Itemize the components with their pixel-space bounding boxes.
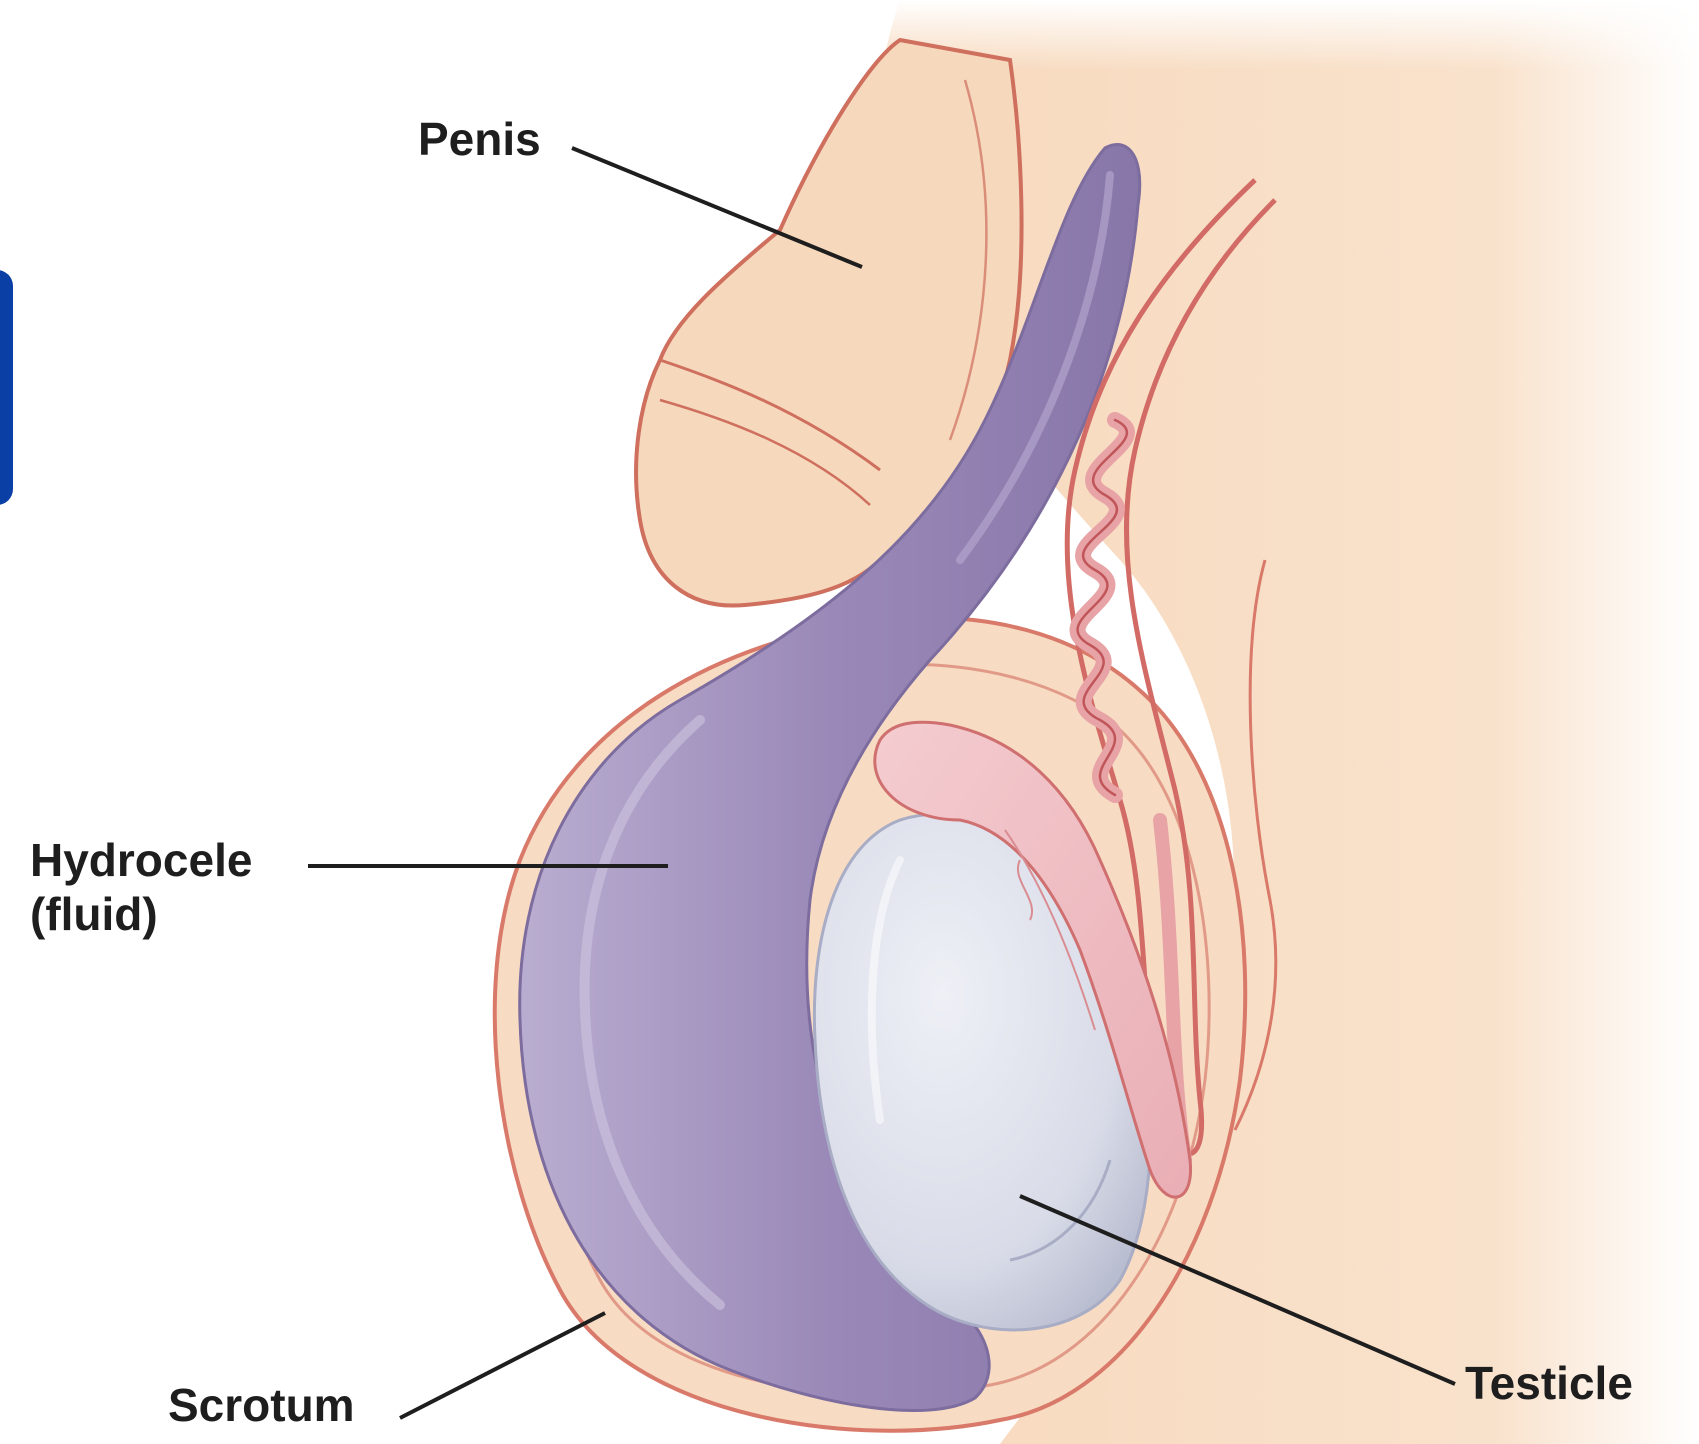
label-hydrocele-line1: Hydrocele xyxy=(30,833,252,887)
label-testicle-text: Testicle xyxy=(1465,1357,1633,1409)
label-penis-text: Penis xyxy=(418,113,541,165)
blue-side-tab xyxy=(0,270,13,505)
scrotum-leader-line xyxy=(400,1313,605,1418)
label-hydrocele-line2: (fluid) xyxy=(30,887,252,941)
label-hydrocele: Hydrocele (fluid) xyxy=(30,833,252,942)
label-testicle: Testicle xyxy=(1465,1356,1633,1410)
label-scrotum-text: Scrotum xyxy=(168,1379,355,1431)
label-scrotum: Scrotum xyxy=(168,1378,355,1432)
label-penis: Penis xyxy=(418,112,541,166)
